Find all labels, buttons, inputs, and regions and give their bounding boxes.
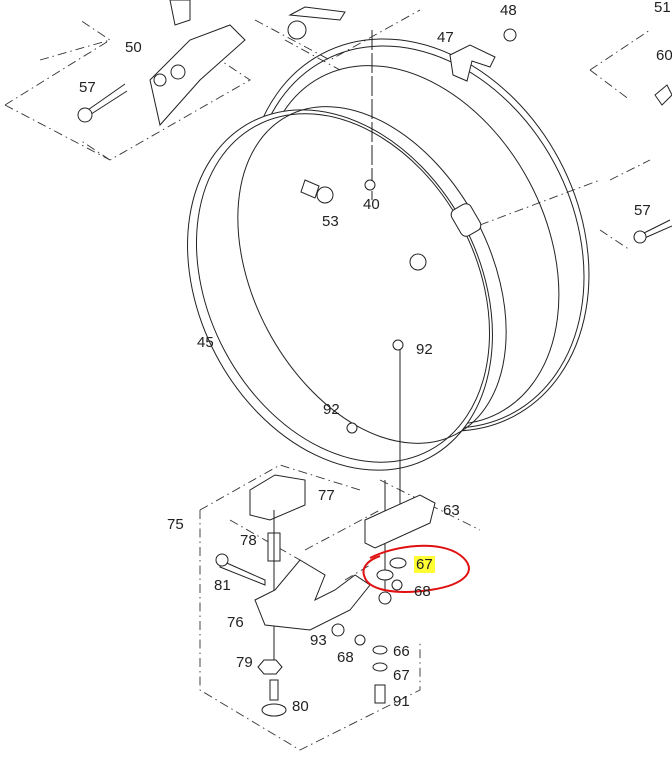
label-45: 45 bbox=[197, 334, 214, 351]
label-60: 60 bbox=[656, 47, 672, 64]
label-48: 48 bbox=[500, 2, 517, 19]
label-40: 40 bbox=[363, 196, 380, 213]
label-51: 51 bbox=[654, 0, 671, 16]
label-91: 91 bbox=[393, 693, 410, 710]
label-57: 57 bbox=[79, 79, 96, 96]
label-68: 68 bbox=[414, 583, 431, 600]
label-80: 80 bbox=[292, 698, 309, 715]
label-92: 92 bbox=[416, 341, 433, 358]
label-67-lower: 67 bbox=[393, 667, 410, 684]
label-79: 79 bbox=[236, 654, 253, 671]
label-66: 66 bbox=[393, 643, 410, 660]
label-68-lower: 68 bbox=[337, 649, 354, 666]
label-53: 53 bbox=[322, 213, 339, 230]
top-parts bbox=[77, 0, 672, 244]
label-50: 50 bbox=[125, 39, 142, 56]
label-81: 81 bbox=[214, 577, 231, 594]
label-77: 77 bbox=[318, 487, 335, 504]
annotation-circle bbox=[362, 544, 470, 593]
label-92-lower: 92 bbox=[323, 401, 340, 418]
label-47: 47 bbox=[437, 29, 454, 46]
label-93: 93 bbox=[310, 632, 327, 649]
label-78: 78 bbox=[240, 532, 257, 549]
label-63: 63 bbox=[443, 502, 460, 519]
hinge-assembly bbox=[215, 474, 436, 717]
drum-45 bbox=[187, 30, 590, 590]
label-57-right: 57 bbox=[634, 202, 651, 219]
label-76: 76 bbox=[227, 614, 244, 631]
label-67-highlighted: 67 bbox=[414, 556, 435, 573]
label-75: 75 bbox=[167, 516, 184, 533]
